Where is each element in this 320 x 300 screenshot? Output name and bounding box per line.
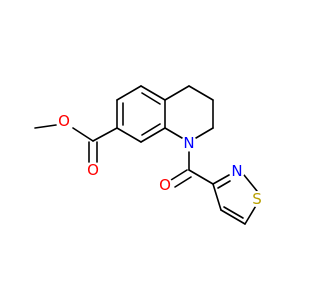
- atom-o-amide-label: O: [159, 176, 171, 194]
- molecule-drawing: O O N O N S: [34, 85, 265, 225]
- bond-iso-c3-n-inner: [217, 180, 231, 189]
- bond-sat-1: [164, 85, 190, 101]
- atom-n-isothiazole: N: [229, 162, 245, 180]
- bond-iso-c3-n: [212, 174, 230, 185]
- atom-o-carbonyl-label: O: [87, 161, 99, 179]
- bond-iso-n-s: [243, 174, 258, 192]
- bond-sat-2: [188, 85, 214, 101]
- bond-amide-double-a: [170, 169, 188, 181]
- atom-o-ester: O: [56, 112, 72, 130]
- bond-ar-2: [116, 85, 142, 101]
- bond-ar-5-inner: [141, 123, 161, 136]
- bond-n-ar: [164, 127, 183, 139]
- bond-ar-5: [140, 127, 166, 143]
- bond-ar-3: [140, 85, 166, 101]
- bond-sat-4: [195, 127, 214, 139]
- atom-o-amide: O: [157, 176, 173, 194]
- atom-s-isothiazole: S: [249, 190, 265, 208]
- bond-ar-3-inner: [141, 92, 161, 105]
- bond-methyl-o: [34, 124, 57, 129]
- bond-iso-c4-c3: [212, 183, 222, 211]
- bond-iso-c5-c4-inner: [223, 206, 244, 219]
- atom-o-ester-label: O: [58, 112, 70, 130]
- bond-carbonyl-ring: [92, 127, 118, 142]
- atom-n-ring-label: N: [183, 134, 194, 152]
- bond-amide-double-b: [174, 176, 192, 188]
- atom-n-ring: N: [181, 134, 197, 152]
- bond-ar-6: [116, 127, 142, 143]
- atom-n-isothiazole-label: N: [231, 162, 242, 180]
- bond-iso-s-c5: [244, 203, 258, 225]
- atom-s-isothiazole-label: S: [252, 190, 262, 208]
- atom-o-carbonyl: O: [85, 161, 101, 179]
- bond-iso-c5-c4: [220, 209, 246, 225]
- bond-o-carbonyl: [72, 127, 94, 142]
- bond-co-isothiazole: [188, 169, 214, 185]
